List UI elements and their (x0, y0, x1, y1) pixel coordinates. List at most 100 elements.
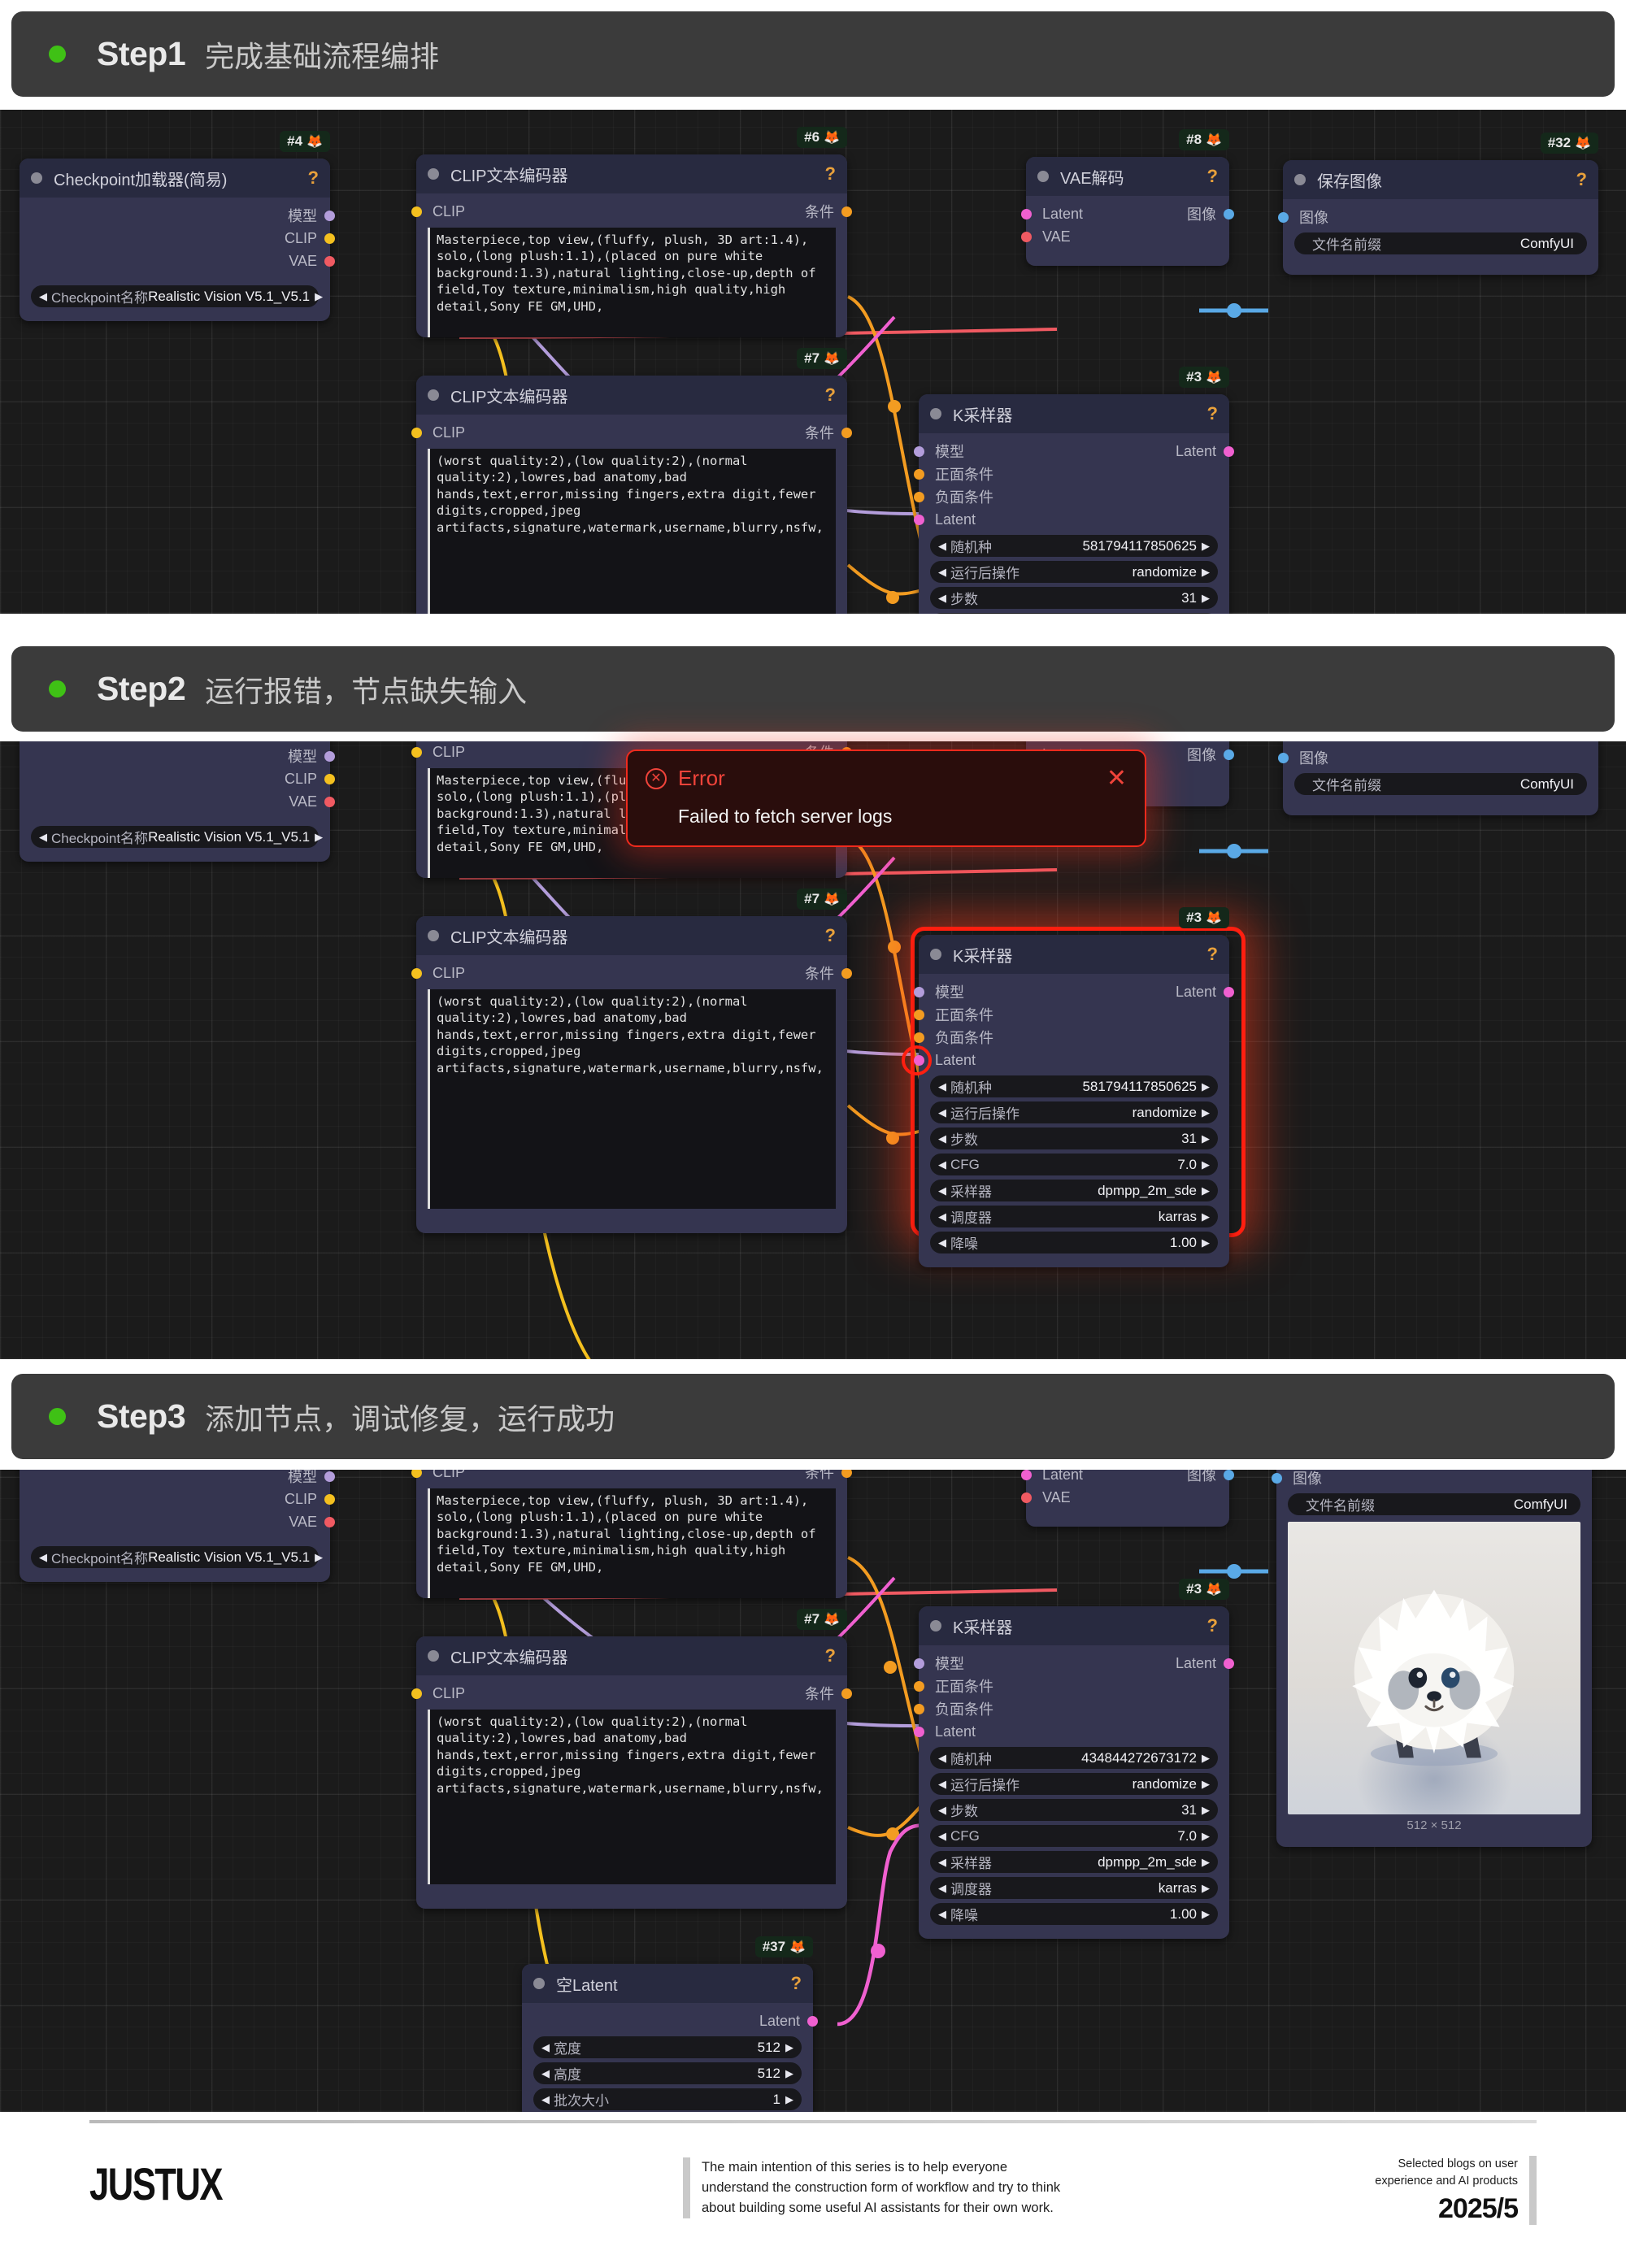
port-dot-model[interactable] (324, 1471, 335, 1482)
input-slot-positive[interactable]: 正面条件 (914, 1003, 1229, 1026)
port-dot-image[interactable] (1278, 211, 1289, 223)
port-dot-clip[interactable] (411, 427, 422, 438)
port-dot-image[interactable] (1272, 1472, 1282, 1484)
input-slot-image[interactable]: 图像 (1278, 206, 1598, 228)
output-slot-clip[interactable]: CLIP (20, 227, 335, 250)
next-arrow-icon[interactable]: ▶ (315, 830, 324, 843)
help-icon[interactable]: ? (1206, 403, 1218, 424)
input-slot-vae[interactable]: VAE (1021, 225, 1229, 248)
prompt-textarea-negative[interactable]: (worst quality:2),(low quality:2),(norma… (428, 449, 836, 614)
prev-arrow-icon[interactable]: ◀ (938, 1751, 946, 1764)
widget-checkpoint-name[interactable]: ◀ Checkpoint名称 Realistic Vision V5.1_V5.… (31, 1546, 323, 1568)
node-clip-text-encode-positive[interactable]: #6 🦊 CLIP文本编码器 ? CLIP 条件 Masterpiece,top… (411, 127, 852, 337)
widget-scheduler[interactable]: ◀ 调度器 karras ▶ (930, 1877, 1218, 1899)
node-clip-text-encode-negative[interactable]: #7 🦊 CLIP文本编码器 ? CLIP 条件 (worst quality:… (411, 1609, 852, 1909)
image-preview-wrapper[interactable]: 512 × 512 (1288, 1522, 1580, 1832)
node-save-image[interactable]: #32 🦊 保存图像 ? 图像 文件名前缀 ComfyUI (1272, 1470, 1592, 1847)
generated-image-preview[interactable] (1288, 1522, 1580, 1814)
widget-seed[interactable]: ◀ 随机种 581794117850625 ▶ (930, 535, 1218, 557)
collapse-dot-icon[interactable] (533, 1978, 545, 1989)
port-dot-latent-in[interactable] (914, 1726, 924, 1737)
collapse-dot-icon[interactable] (31, 172, 42, 184)
port-dot-vae[interactable] (1021, 231, 1032, 242)
port-dot-vae[interactable] (1021, 1492, 1032, 1503)
widget-control-after-generate[interactable]: ◀ 运行后操作 randomize ▶ (930, 561, 1218, 583)
prev-arrow-icon[interactable]: ◀ (938, 1855, 946, 1868)
prompt-textarea-positive[interactable]: Masterpiece,top view,(fluffy, plush, 3D … (428, 1488, 836, 1598)
widget-steps[interactable]: ◀ 步数 31 ▶ (930, 1127, 1218, 1149)
port-dot-latent-in[interactable] (914, 1054, 924, 1066)
input-slot-vae[interactable]: VAE (1021, 1486, 1229, 1509)
widget-control-after-generate[interactable]: ◀ 运行后操作 randomize ▶ (930, 1101, 1218, 1123)
output-slot-vae[interactable]: VAE (20, 790, 335, 813)
widget-steps[interactable]: ◀ 步数 31 ▶ (930, 1799, 1218, 1821)
next-arrow-icon[interactable]: ▶ (1202, 539, 1210, 552)
collapse-dot-icon[interactable] (428, 389, 439, 401)
workflow-canvas-step3[interactable]: #4 🦊 Checkpoint加载器(简易) ? 模型 CLIP VAE (0, 1470, 1626, 2112)
prev-arrow-icon[interactable]: ◀ (938, 1184, 946, 1197)
next-arrow-icon[interactable]: ▶ (1202, 1080, 1210, 1093)
next-arrow-icon[interactable]: ▶ (785, 2092, 793, 2105)
port-dot-positive[interactable] (914, 468, 924, 480)
port-dot-clip[interactable] (411, 967, 422, 979)
collapse-dot-icon[interactable] (428, 1650, 439, 1662)
node-title-bar[interactable]: VAE解码 ? (1026, 157, 1229, 196)
port-dot-latent-out[interactable] (1224, 986, 1234, 997)
collapse-dot-icon[interactable] (1037, 171, 1049, 182)
input-slot-latent[interactable]: Latent (914, 508, 1229, 531)
io-slot-latent-image[interactable]: Latent 图像 (1021, 202, 1234, 225)
node-title-bar[interactable]: 保存图像 ? (1283, 160, 1598, 199)
node-save-image[interactable]: #32 🦊 保存图像 ? 图像 文件名前缀 ComfyUI (1278, 133, 1598, 275)
port-dot-latent-out[interactable] (1224, 1658, 1234, 1669)
widget-seed[interactable]: ◀ 随机种 434844272673172 ▶ (930, 1747, 1218, 1769)
io-slot-model-latent[interactable]: 模型 Latent (914, 980, 1234, 1003)
widget-checkpoint-name[interactable]: ◀ Checkpoint名称 Realistic Vision V5.1_V5.… (31, 285, 323, 307)
port-dot-latent-in[interactable] (914, 514, 924, 525)
next-arrow-icon[interactable]: ▶ (1202, 1106, 1210, 1119)
port-dot-latent[interactable] (1021, 208, 1032, 219)
widget-cfg[interactable]: ◀ CFG 7.0 ▶ (930, 613, 1218, 614)
input-slot-image[interactable]: 图像 (1278, 746, 1598, 769)
port-dot-conditioning[interactable] (841, 1470, 852, 1478)
input-slot-positive[interactable]: 正面条件 (914, 463, 1229, 485)
io-slot-model-latent[interactable]: 模型 Latent (914, 1652, 1234, 1675)
help-icon[interactable]: ? (790, 1973, 802, 1993)
next-arrow-icon[interactable]: ▶ (1202, 1132, 1210, 1145)
port-dot-negative[interactable] (914, 1032, 924, 1043)
input-slot-latent[interactable]: Latent (914, 1720, 1229, 1743)
node-ksampler[interactable]: #3 🦊 K采样器 ? 模型 Latent 正面条件 (914, 367, 1234, 614)
node-clip-text-encode-negative[interactable]: #7 🦊 CLIP文本编码器 ? CLIP 条件 (worst quality:… (411, 348, 852, 614)
input-slot-negative[interactable]: 负面条件 (914, 485, 1229, 508)
port-dot-model[interactable] (324, 210, 335, 221)
prompt-textarea-positive[interactable]: Masterpiece,top view,(fluffy, plush, 3D … (428, 228, 836, 337)
node-save-image[interactable]: #32 🦊 保存图像 ? 图像 文件名前缀 ComfyUI (1278, 741, 1598, 815)
port-dot-vae[interactable] (324, 796, 335, 807)
output-slot-vae[interactable]: VAE (20, 250, 335, 272)
widget-seed[interactable]: ◀ 随机种 581794117850625 ▶ (930, 1075, 1218, 1097)
next-arrow-icon[interactable]: ▶ (1202, 1907, 1210, 1920)
help-icon[interactable]: ? (824, 1645, 836, 1666)
prev-arrow-icon[interactable]: ◀ (938, 1829, 946, 1842)
prev-arrow-icon[interactable]: ◀ (938, 1106, 946, 1119)
node-vae-decode[interactable]: #8 🦊 VAE解码 ? Latent 图像 VAE (1021, 1470, 1234, 1527)
port-dot-image-out[interactable] (1224, 749, 1234, 760)
widget-batch-size[interactable]: ◀ 批次大小 1 ▶ (533, 2088, 802, 2110)
close-icon[interactable]: ✕ (1106, 764, 1127, 792)
prev-arrow-icon[interactable]: ◀ (938, 1777, 946, 1790)
prev-arrow-icon[interactable]: ◀ (938, 591, 946, 604)
next-arrow-icon[interactable]: ▶ (1202, 1236, 1210, 1249)
port-dot-clip[interactable] (411, 206, 422, 217)
port-dot-clip[interactable] (324, 773, 335, 784)
widget-cfg[interactable]: ◀ CFG 7.0 ▶ (930, 1154, 1218, 1175)
help-icon[interactable]: ? (1206, 1615, 1218, 1636)
io-slot-clip-cond[interactable]: CLIP 条件 (411, 962, 852, 984)
output-slot-latent[interactable]: Latent (522, 2009, 818, 2032)
next-arrow-icon[interactable]: ▶ (1202, 1777, 1210, 1790)
io-slot-model-latent[interactable]: 模型 Latent (914, 440, 1234, 463)
output-slot-vae[interactable]: VAE (20, 1510, 335, 1533)
io-slot-clip-cond[interactable]: CLIP 条件 (411, 1470, 852, 1484)
output-slot-model[interactable]: 模型 (20, 745, 335, 767)
output-slot-model[interactable]: 模型 (20, 1470, 335, 1488)
port-dot-conditioning[interactable] (841, 1688, 852, 1699)
prev-arrow-icon[interactable]: ◀ (938, 539, 946, 552)
